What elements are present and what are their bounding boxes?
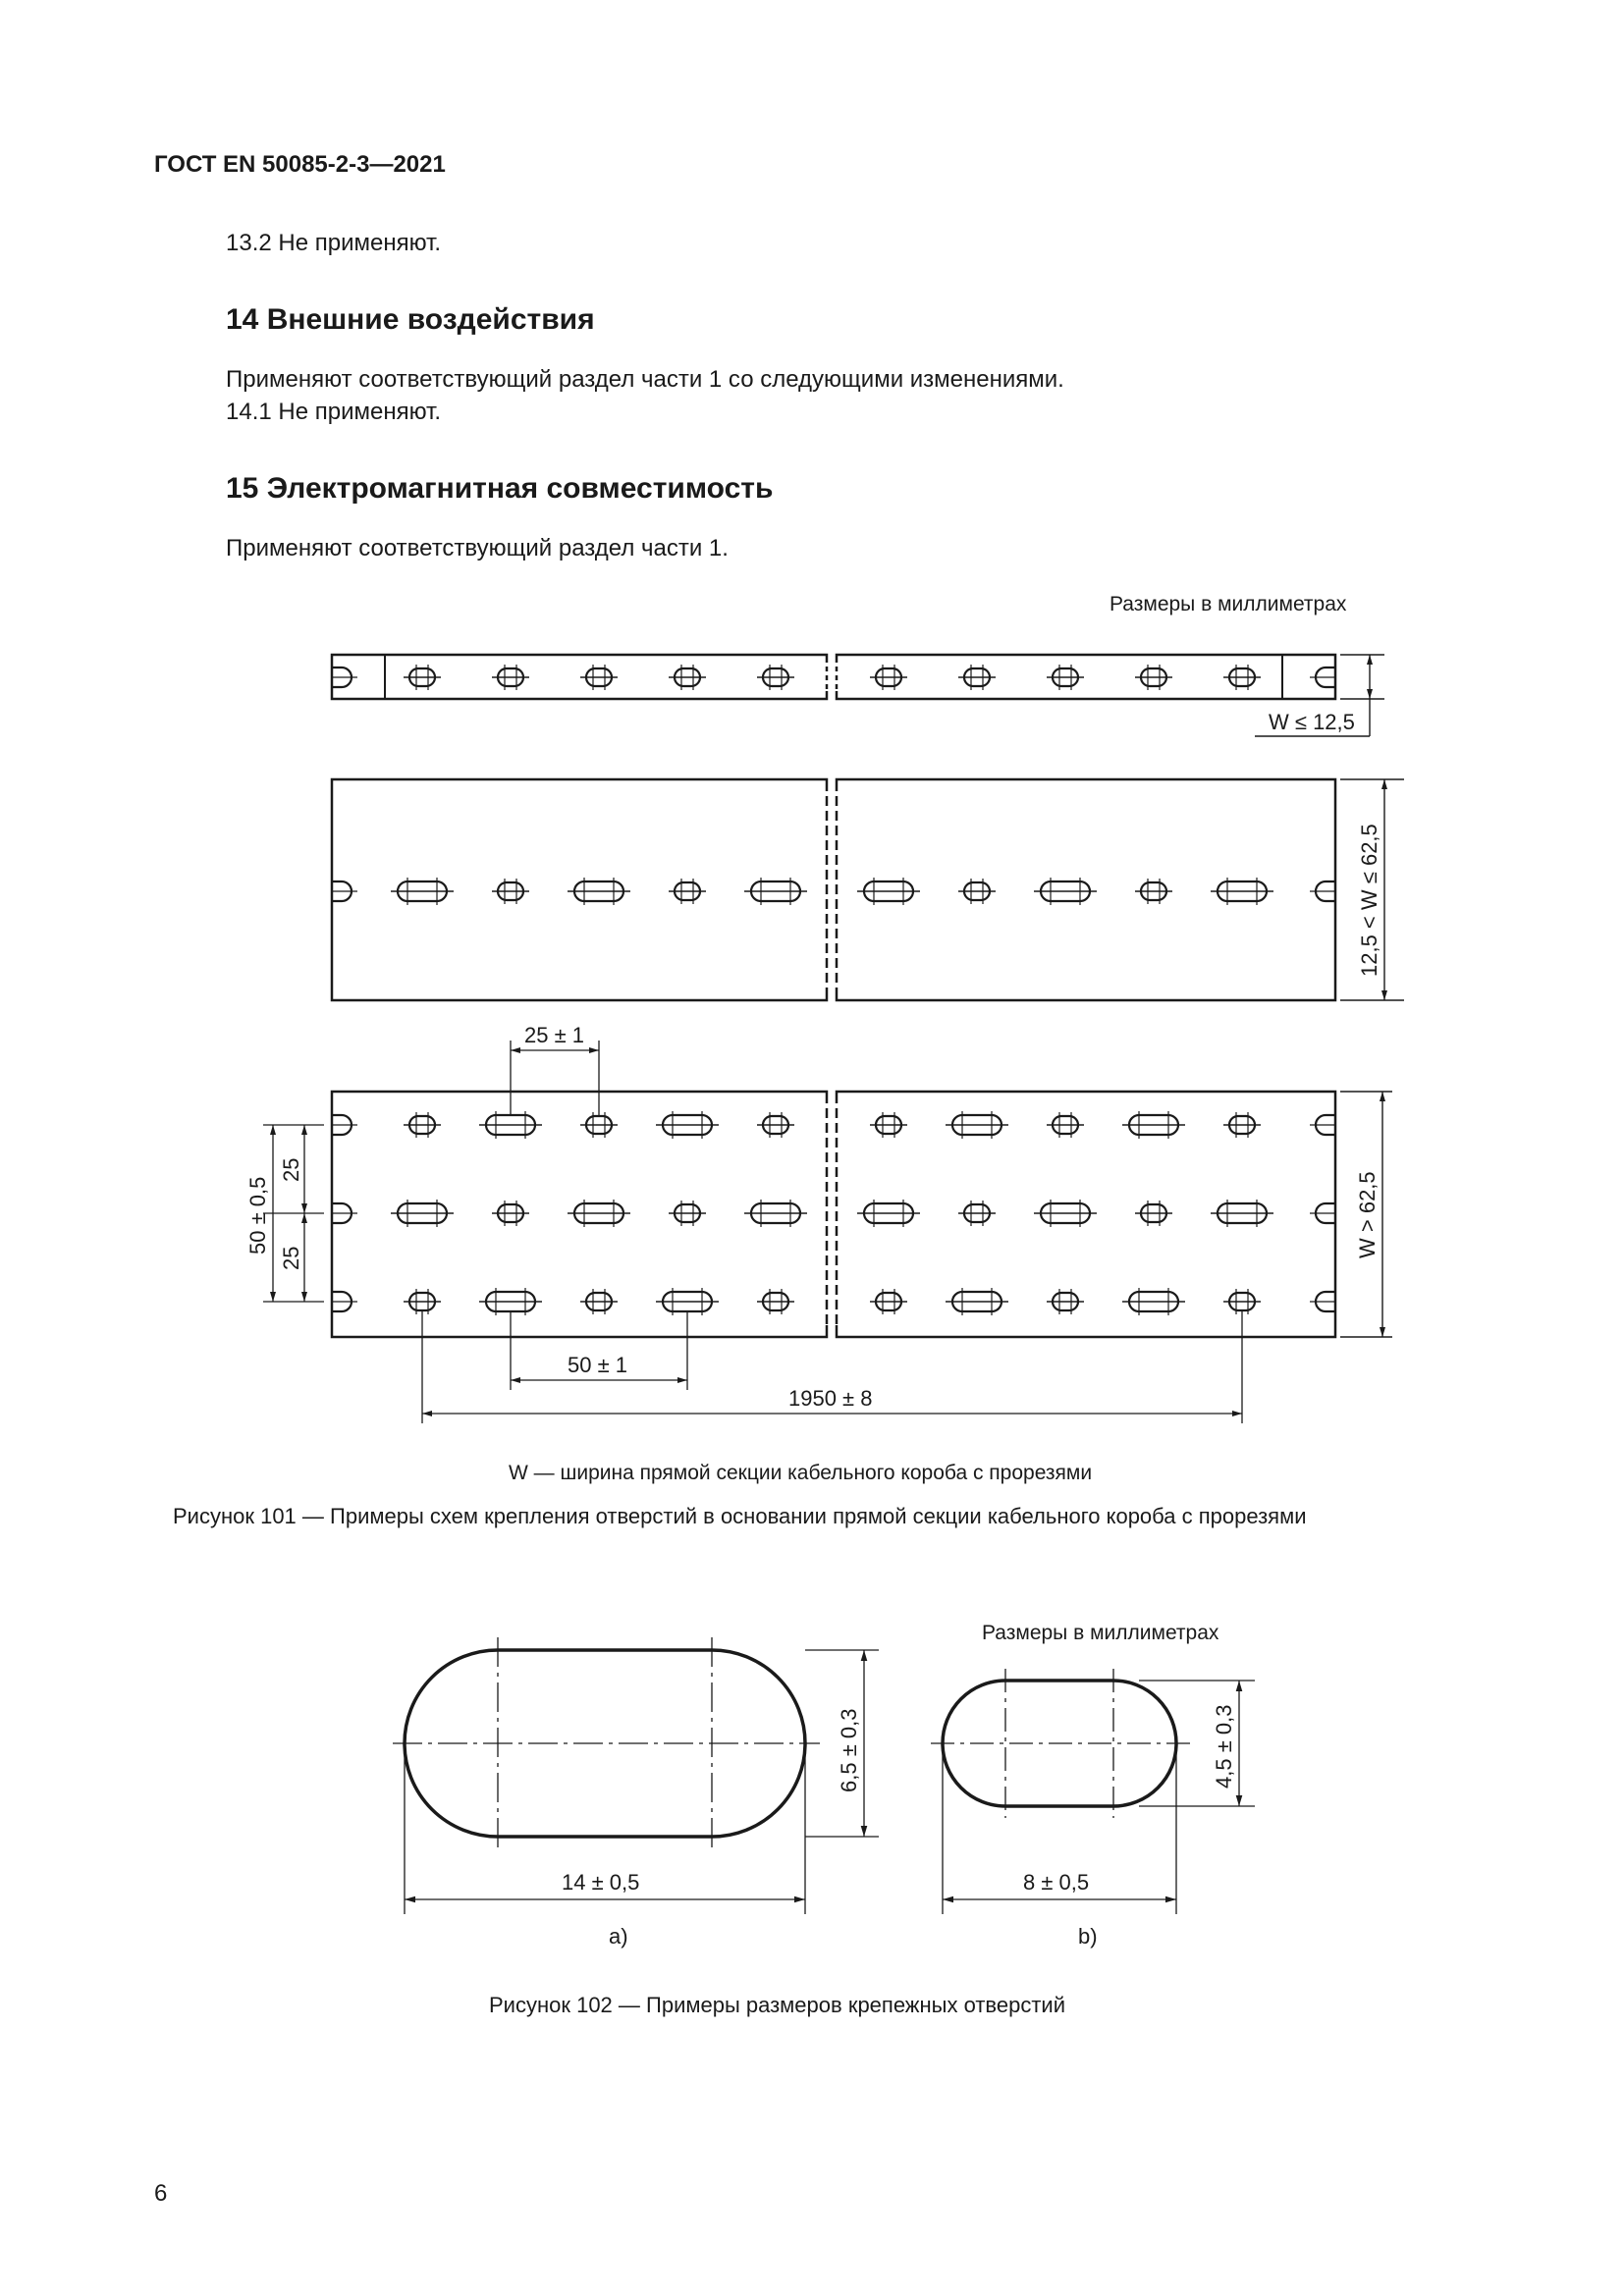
cable-trunking-strip-wide-left [330,1090,829,1339]
slot-14x6-5 [393,1637,820,1850]
cable-trunking-strip-medium-left [330,777,829,1002]
figure-102-drawing: 6,5 ± 0,3 14 ± 0,5 a) 4,5 ± 0,3 8 ± 0,5 … [393,1637,1255,1949]
section-15-text: Применяют соответствующий раздел части 1… [226,535,729,561]
cable-trunking-strip-narrow [330,653,1337,701]
label-a: a) [609,1924,628,1949]
document-code-header: ГОСТ EN 50085-2-3—2021 [154,151,446,178]
label-b: b) [1078,1924,1098,1949]
dim-w-medium: 12,5 < W ≤ 62,5 [1357,824,1381,977]
clause-13-2: 13.2 Не применяют. [226,230,442,256]
cable-trunking-strip-medium-right [835,777,1337,1002]
figure-101-legend: W — ширина прямой секции кабельного коро… [509,1462,1093,1484]
section-14-text: Применяют соответствующий раздел части 1… [226,366,1064,393]
clause-14-1: 14.1 Не применяют. [226,399,442,425]
dim-6-5: 6,5 ± 0,3 [837,1709,861,1792]
dim-4-5: 4,5 ± 0,3 [1212,1705,1236,1789]
dim-w-small: W ≤ 12,5 [1269,710,1355,734]
figure-101-units-note: Размеры в миллиметрах [1110,593,1347,615]
figure-101-drawing: W ≤ 12,5 12,5 < W ≤ 62,5 25 ± 1 50 ± 0,5… [245,653,1404,1423]
dim-50-pm05: 50 ± 0,5 [245,1177,270,1255]
dim-w-large: W > 62,5 [1355,1171,1380,1258]
figure-102-caption: Рисунок 102 — Примеры размеров крепежных… [489,1993,1065,2017]
dim-25-a: 25 [279,1158,303,1182]
figure-102-units-note: Размеры в миллиметрах [982,1622,1219,1644]
section-15-title: 15 Электромагнитная совместимость [226,472,774,505]
figure-101-caption: Рисунок 101 — Примеры схем крепления отв… [173,1504,1307,1528]
dim-1950: 1950 ± 8 [788,1386,872,1411]
slot-8x4-5 [931,1669,1190,1818]
dim-8: 8 ± 0,5 [1023,1870,1089,1895]
dim-25-b: 25 [279,1247,303,1270]
section-14-title: 14 Внешние воздействия [226,303,595,336]
page-number: 6 [154,2180,168,2207]
cable-trunking-strip-wide-right [835,1090,1337,1339]
dim-50-pm1: 50 ± 1 [568,1353,627,1377]
dim-14: 14 ± 0,5 [562,1870,639,1895]
dim-25-pm1: 25 ± 1 [524,1023,584,1047]
